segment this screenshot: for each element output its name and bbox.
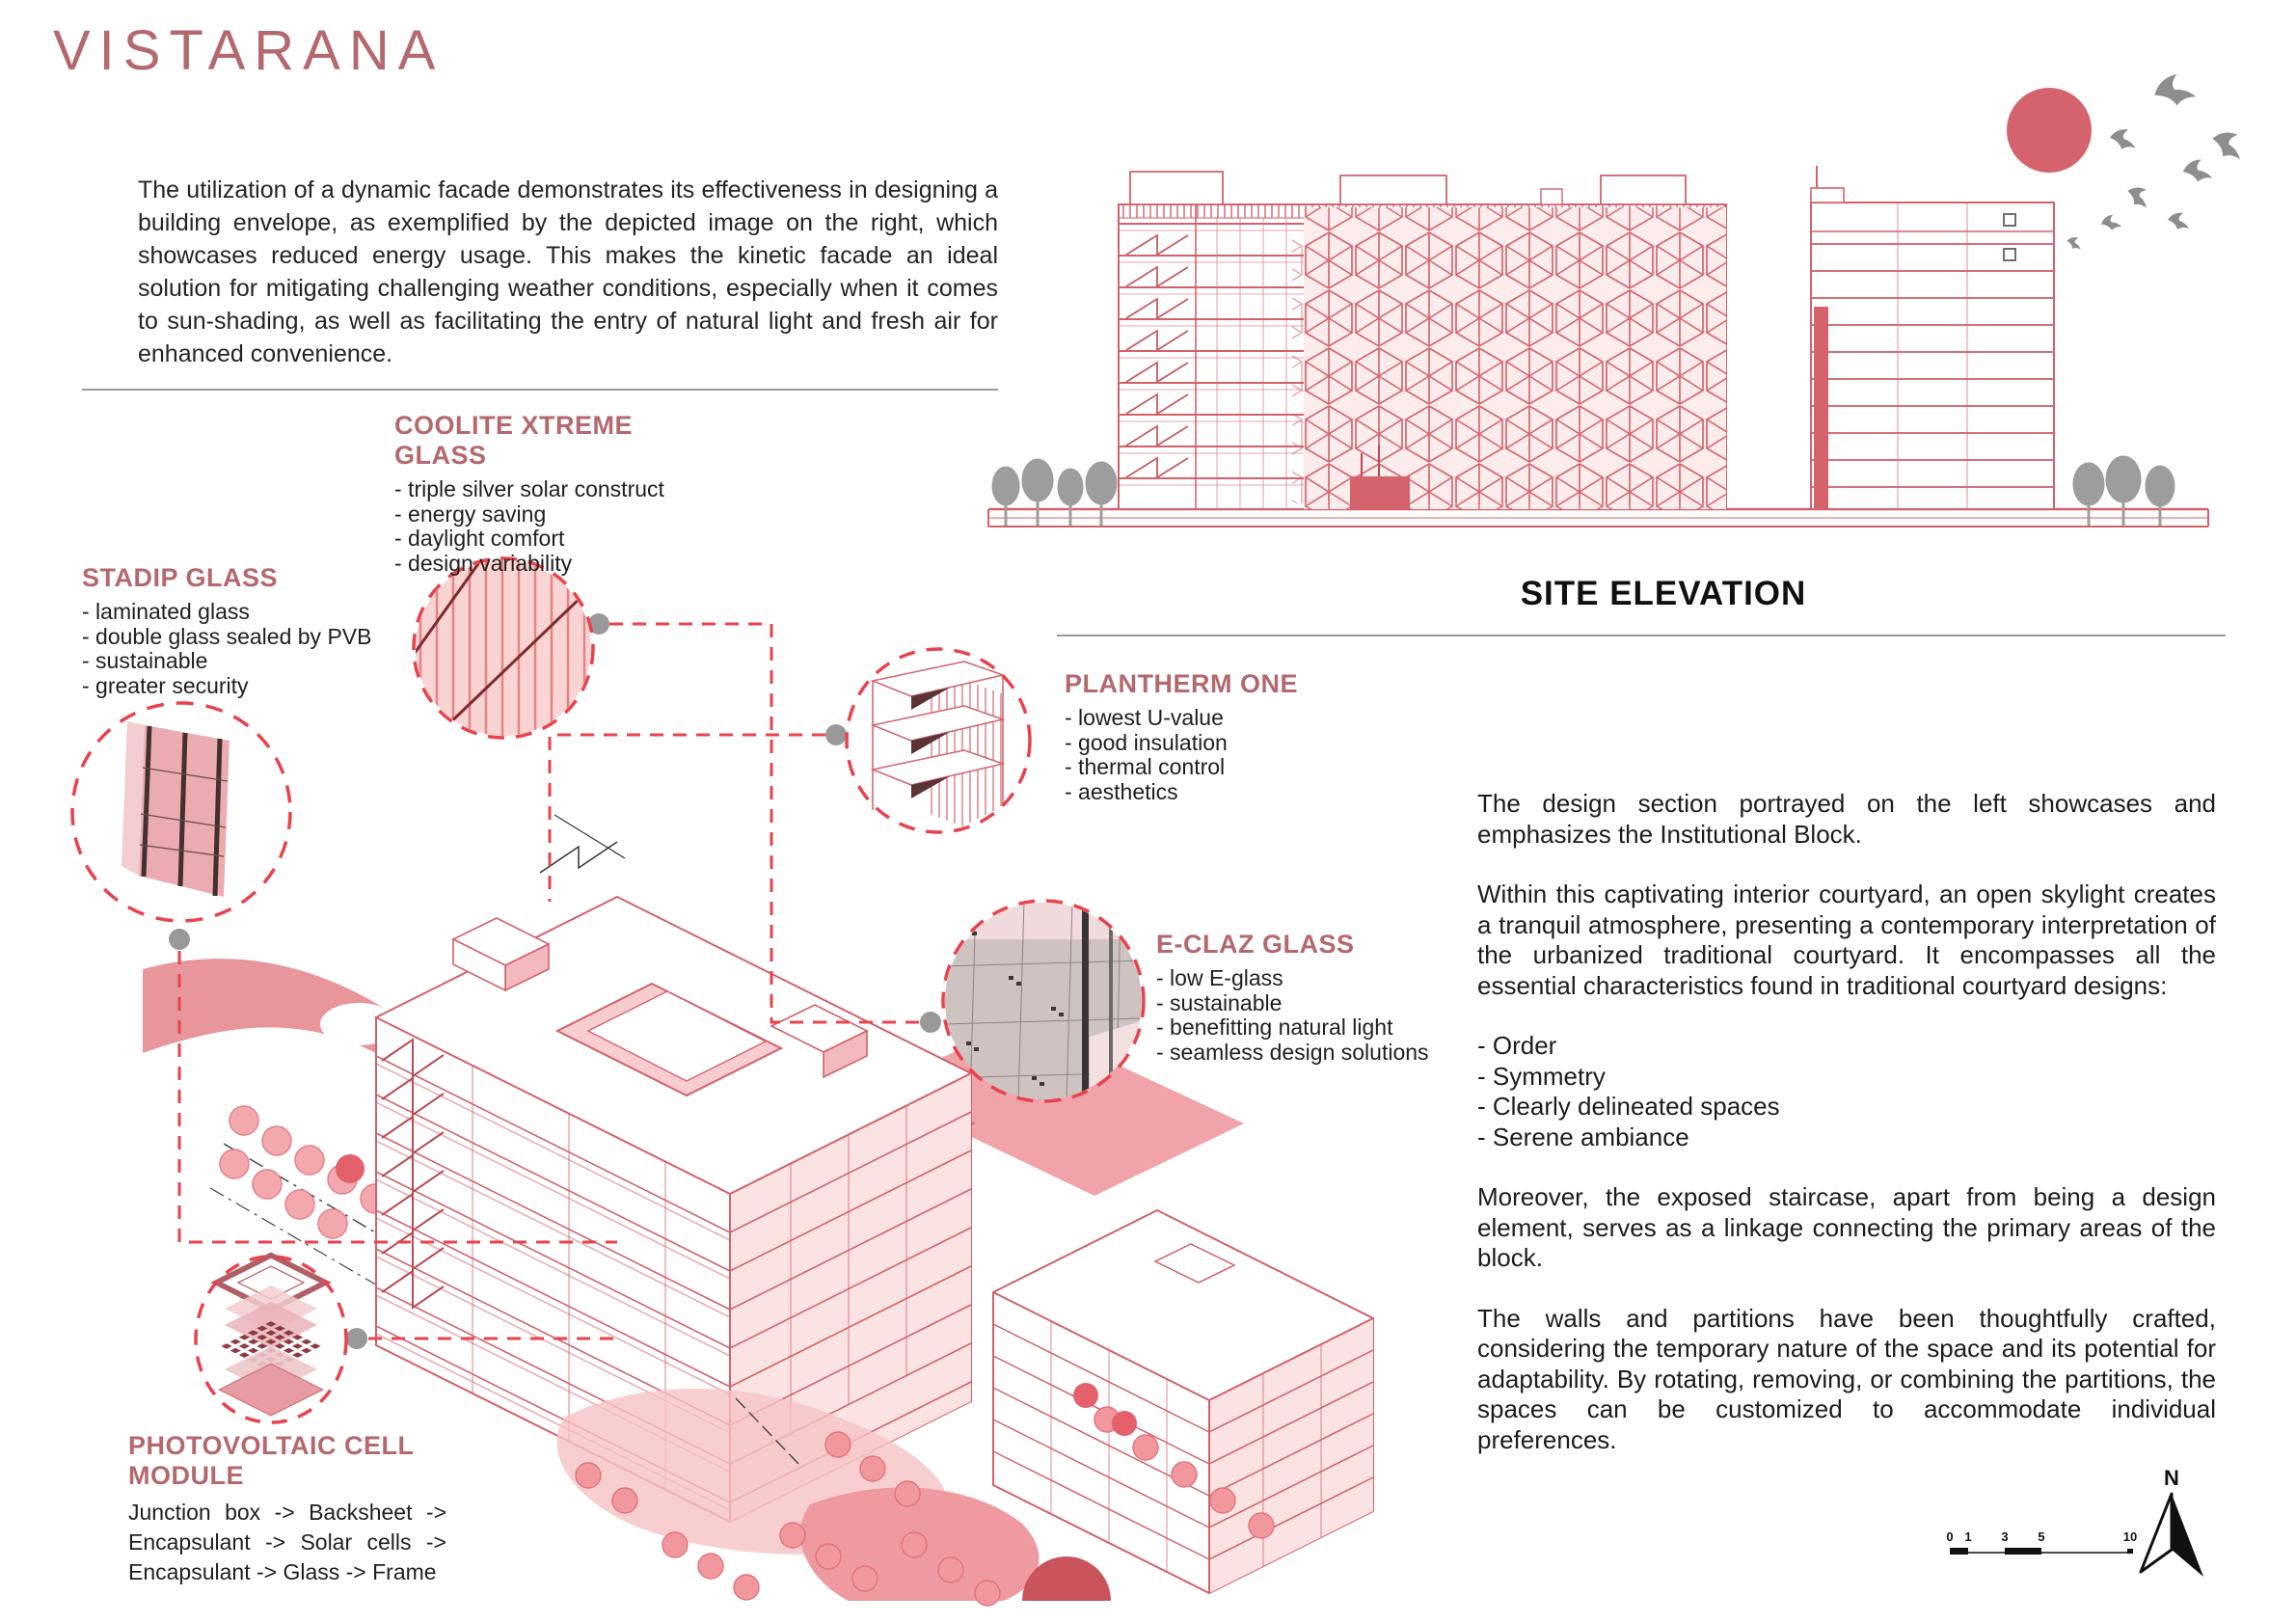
iso-block-b xyxy=(992,1208,1374,1595)
intro-paragraph: The utilization of a dynamic facade demo… xyxy=(138,176,998,367)
scale-tick: 3 xyxy=(2001,1529,2008,1544)
list-item: - Serene ambiance xyxy=(1477,1122,1689,1151)
callout-item: - seamless design solutions xyxy=(1156,1039,1429,1065)
callout-item: - sustainable xyxy=(1156,989,1283,1015)
iso-block-a xyxy=(375,895,972,1524)
elevation-divider xyxy=(1057,635,2226,636)
elevation-trees xyxy=(991,455,2175,526)
elevation-base xyxy=(987,507,2209,527)
callout-eclaz-heading: E-CLAZ GLASS xyxy=(1156,930,1355,959)
callout-item: - laminated glass xyxy=(82,599,250,624)
stadip-detail-circle xyxy=(70,701,292,923)
callout-pv-body: Junction box -> Backsheet -> Encapsulant… xyxy=(128,1500,446,1584)
iso-tree-row-left xyxy=(209,1105,406,1291)
north-arrow-icon: N xyxy=(2139,1466,2203,1577)
callout-item: - benefitting natural light xyxy=(1156,1014,1393,1040)
connector-stadip xyxy=(177,951,617,1244)
paragraph: Moreover, the exposed staircase, apart f… xyxy=(1477,1182,2216,1272)
callout-item: - low E-glass xyxy=(1156,965,1283,990)
paragraph: The walls and partitions have been thoug… xyxy=(1477,1303,2216,1454)
callout-item: - energy saving xyxy=(394,500,547,527)
callout-item: - design variability xyxy=(394,550,573,576)
ground-swath xyxy=(143,959,403,1068)
callout-item: - aesthetics xyxy=(1065,778,1178,804)
site-elevation-drawing xyxy=(987,69,2247,527)
callout-item: - sustainable xyxy=(82,648,208,673)
elevation-main-building xyxy=(1118,171,1727,510)
callout-stadip: STADIP GLASS - laminated glass - double … xyxy=(82,563,410,698)
list-item: - Symmetry xyxy=(1477,1061,1606,1091)
scale-tick: 10 xyxy=(2123,1529,2137,1544)
callout-stadip-heading: STADIP GLASS xyxy=(82,563,279,592)
callout-item: - greater security xyxy=(82,672,249,698)
callout-eclaz: E-CLAZ GLASS - low E-glass - sustainable… xyxy=(1156,930,1474,1065)
callout-item: - thermal control xyxy=(1065,754,1226,779)
callout-coolite-heading: COOLITE XTREME GLASS xyxy=(394,411,634,470)
elevation-right-tower xyxy=(1810,166,2055,510)
design-description-column: The design section portrayed on the left… xyxy=(1477,789,2216,1485)
coolite-detail-circle xyxy=(412,556,595,740)
plantherm-detail-circle xyxy=(845,647,1032,834)
pv-detail-circle xyxy=(194,1252,348,1424)
callout-item: - lowest U-value xyxy=(1065,705,1224,730)
callout-item: - triple silver solar construct xyxy=(394,476,664,501)
intro-divider xyxy=(82,389,998,391)
sun-icon xyxy=(2007,88,2092,173)
connector-coolite-eclaz xyxy=(609,622,922,1024)
callout-pv-heading: PHOTOVOLTAIC CELL MODULE xyxy=(128,1431,415,1490)
north-label: N xyxy=(2164,1466,2179,1490)
paragraph: Within this captivating interior courtya… xyxy=(1477,879,2216,1000)
paragraph: The design section portrayed on the left… xyxy=(1477,789,2216,849)
callout-plantherm: PLANTHERM ONE - lowest U-value - good in… xyxy=(1065,669,1354,804)
callout-plantherm-heading: PLANTHERM ONE xyxy=(1065,669,1298,698)
callout-pv: PHOTOVOLTAIC CELL MODULE Junction box ->… xyxy=(128,1431,446,1587)
scale-tick: 1 xyxy=(1964,1529,1971,1544)
callout-item: - good insulation xyxy=(1065,729,1228,755)
site-elevation-label: SITE ELEVATION xyxy=(1520,575,1807,612)
isometric-building-drawing xyxy=(143,814,1374,1607)
callout-coolite: COOLITE XTREME GLASS - triple silver sol… xyxy=(394,411,713,576)
connector-plantherm xyxy=(548,733,825,902)
page-title: VISTARANA xyxy=(53,19,445,82)
scale-tick: 0 xyxy=(1946,1529,1953,1544)
scale-bar: 0 1 3 5 10 xyxy=(1946,1529,2137,1555)
callout-item: - daylight comfort xyxy=(394,526,565,551)
iso-landscape xyxy=(556,1383,1275,1607)
callout-item: - double glass sealed by PVB xyxy=(82,623,372,649)
scale-tick: 5 xyxy=(2038,1529,2044,1544)
connector-dots xyxy=(169,613,941,1349)
list-item: - Clearly delineated spaces xyxy=(1477,1092,1780,1121)
dashed-connectors xyxy=(177,622,922,1340)
list-item: - Order xyxy=(1477,1031,1557,1060)
